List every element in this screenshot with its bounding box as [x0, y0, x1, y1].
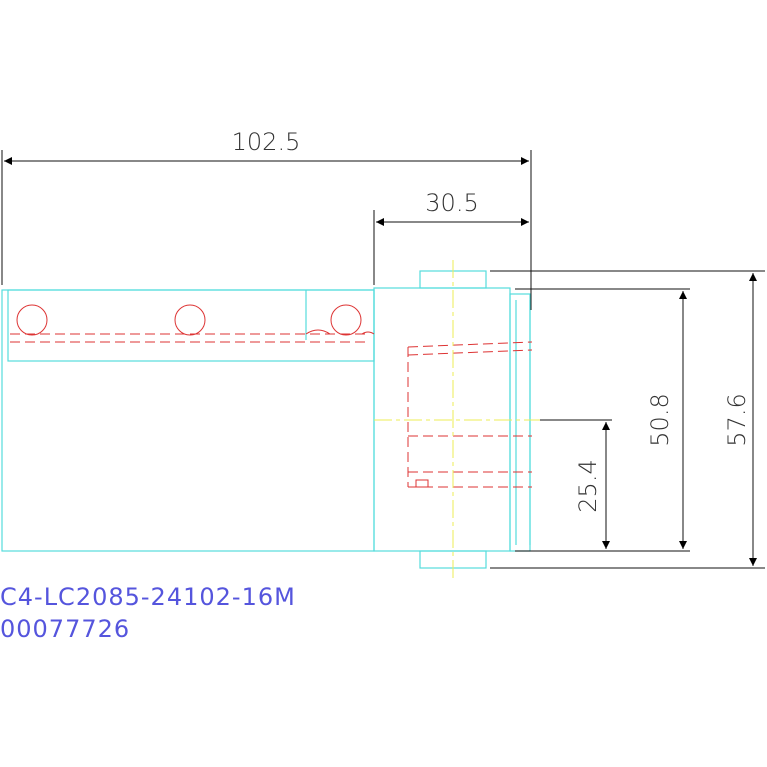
- base-body-outline: [1, 289, 375, 552]
- ball-circle: [16, 304, 48, 336]
- hidden-line: [407, 349, 533, 356]
- ball-circle: [330, 304, 362, 336]
- hidden-line: [407, 341, 533, 348]
- dim-height-inner: 50.8: [646, 393, 674, 446]
- dimensions: [1, 150, 765, 569]
- dim-overall-length: 102.5: [232, 128, 301, 156]
- hidden-features: [10, 304, 533, 488]
- rail-outline: [7, 289, 375, 362]
- ball-circle: [174, 304, 206, 336]
- hidden-detail: [415, 479, 429, 488]
- dim-half-height: 25.4: [574, 459, 602, 512]
- code-label: 00077726: [0, 615, 131, 643]
- hidden-arc: [361, 331, 375, 335]
- hidden-arc: [305, 329, 331, 335]
- dim-body-length: 30.5: [425, 189, 478, 217]
- center-lines: [374, 260, 570, 580]
- end-cap-outline: [509, 293, 531, 552]
- part-number-label: C4-LC2085-24102-16M: [0, 583, 296, 611]
- dim-height-outer: 57.6: [723, 393, 751, 446]
